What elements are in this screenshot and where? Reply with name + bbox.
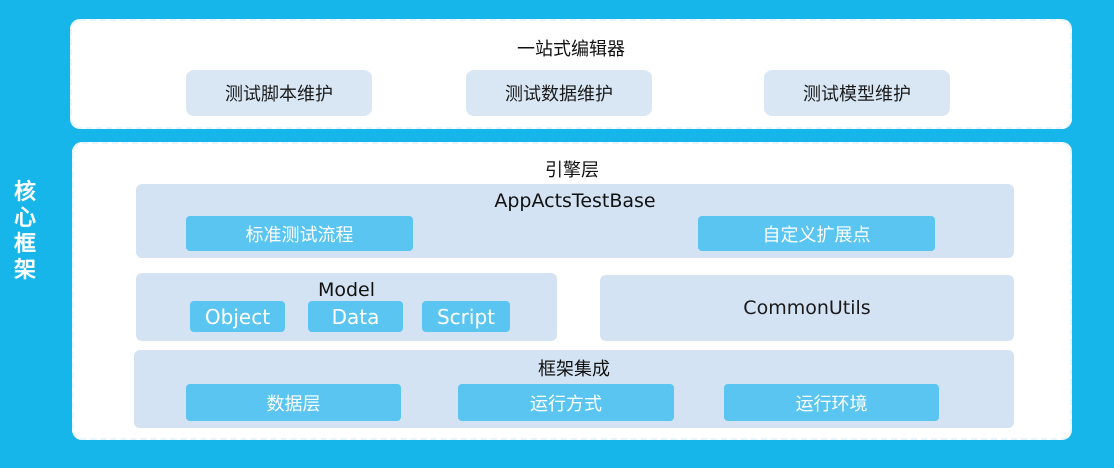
run-environment-box: 运行环境	[724, 384, 939, 421]
core-framework-label: 核心框架	[13, 180, 38, 283]
editor-item-script: 测试脚本维护	[186, 70, 372, 116]
model-object-box: Object	[190, 301, 285, 332]
model-title: Model	[317, 279, 376, 301]
engine-panel: 引擎层 AppActsTestBase 标准测试流程 自定义扩展点 Model …	[72, 142, 1072, 440]
model-data-box: Data	[308, 301, 403, 332]
run-mode-box: 运行方式	[458, 384, 674, 421]
editor-panel: 一站式编辑器 测试脚本维护 测试数据维护 测试模型维护	[70, 19, 1072, 129]
appacts-testbase-title: AppActsTestBase	[494, 190, 656, 212]
engine-title: 引擎层	[545, 160, 599, 181]
common-utils-block: CommonUtils	[600, 275, 1014, 341]
standard-test-flow-box: 标准测试流程	[186, 216, 413, 251]
custom-extension-point-box: 自定义扩展点	[698, 216, 935, 251]
framework-integration-block: 框架集成 数据层 运行方式 运行环境	[134, 350, 1014, 428]
model-script-box: Script	[422, 301, 510, 332]
common-utils-label: CommonUtils	[743, 297, 871, 319]
framework-integration-title: 框架集成	[538, 359, 610, 380]
editor-item-model: 测试模型维护	[764, 70, 950, 116]
data-layer-box: 数据层	[186, 384, 401, 421]
editor-title: 一站式编辑器	[517, 39, 625, 60]
model-block: Model Object Data Script	[136, 273, 557, 341]
editor-item-data: 测试数据维护	[466, 70, 652, 116]
appacts-testbase-block: AppActsTestBase 标准测试流程 自定义扩展点	[136, 184, 1014, 258]
